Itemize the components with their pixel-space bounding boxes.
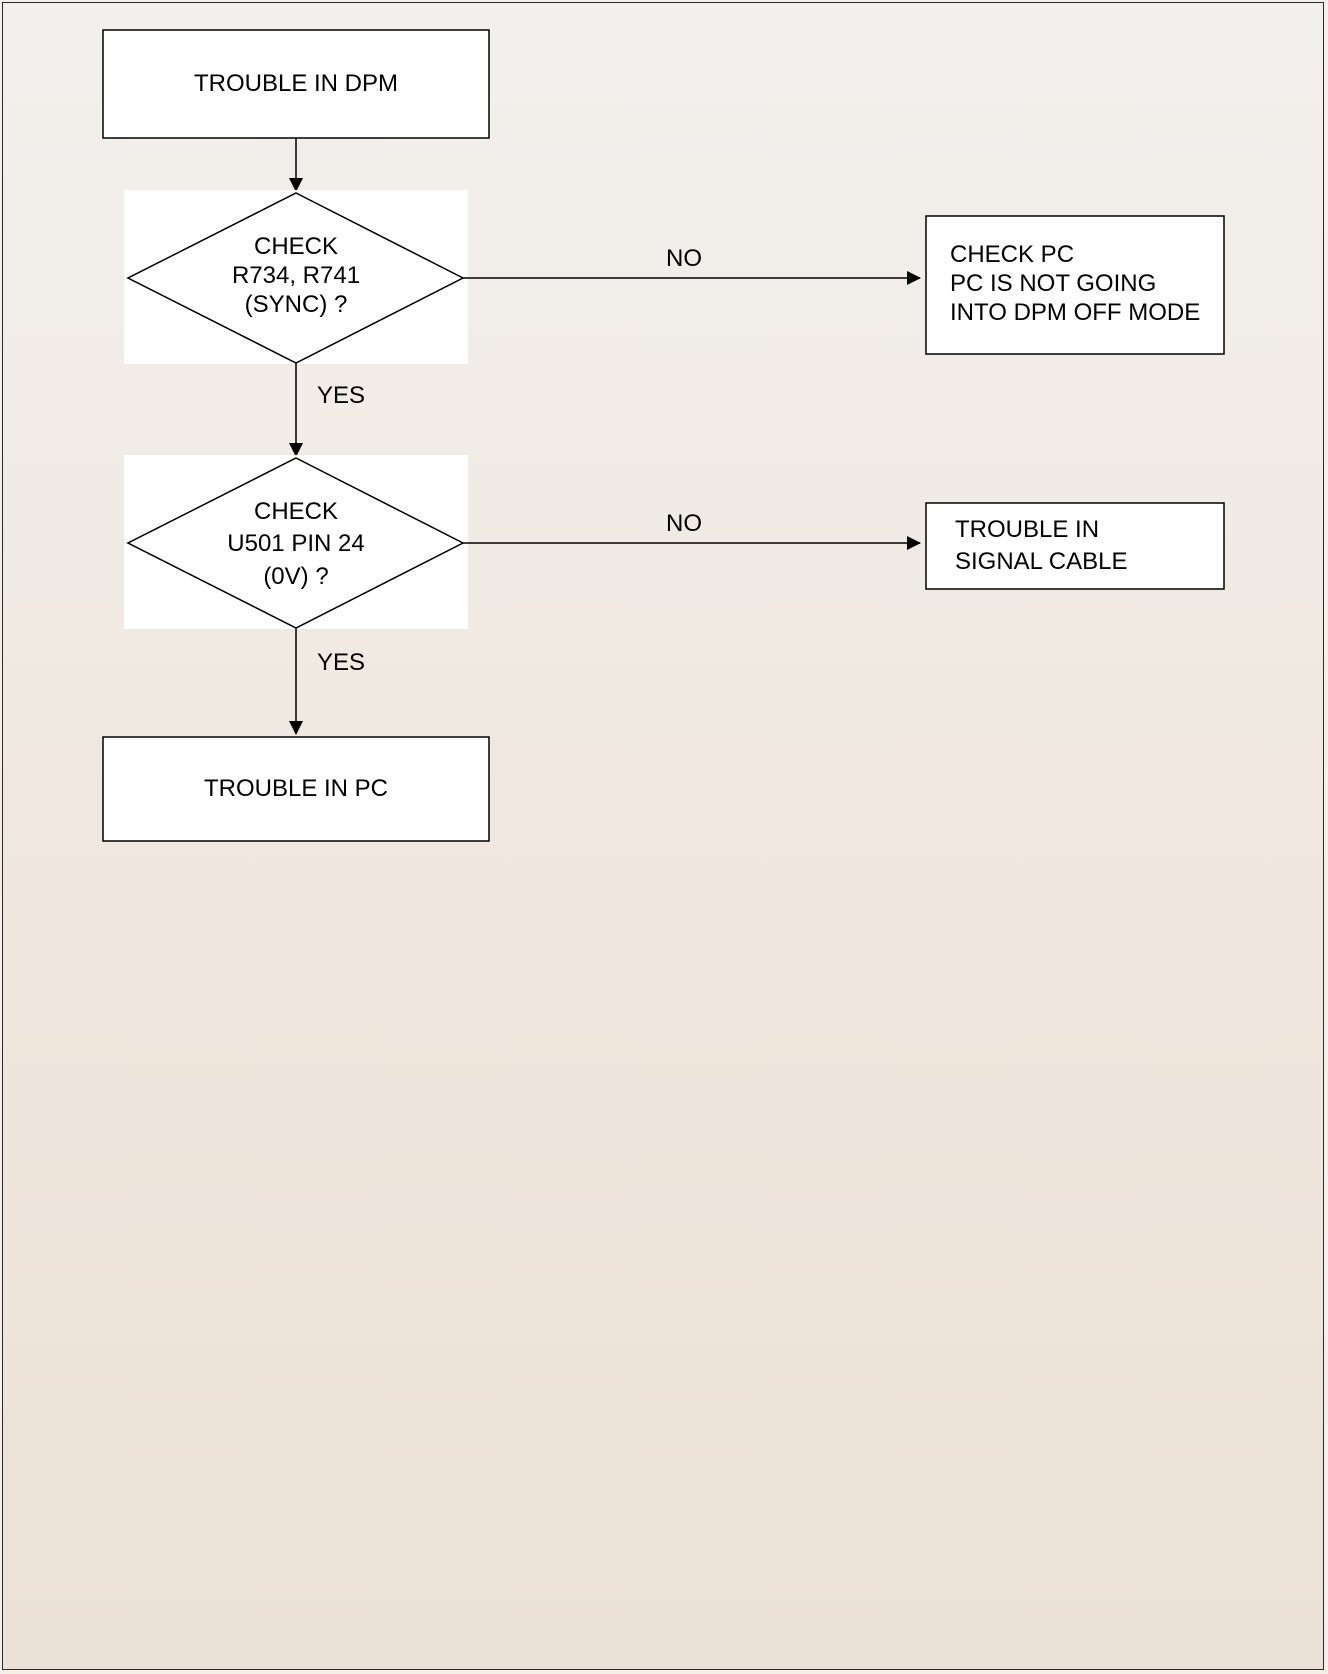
decision1-yes-label: YES: [317, 382, 365, 409]
decision1-no-label: NO: [666, 245, 702, 272]
decision1-no-result-line-3: INTO DPM OFF MODE: [950, 299, 1200, 326]
end-box: TROUBLE IN PC: [102, 736, 490, 842]
decision2-yes-label: YES: [317, 649, 365, 676]
decision2-no-result-line-2: SIGNAL CABLE: [955, 548, 1128, 575]
end-box-label: TROUBLE IN PC: [204, 775, 388, 802]
decision2-diamond: CHECK U501 PIN 24 (0V) ?: [124, 455, 468, 629]
decision1-no-result-line-1: CHECK PC: [950, 241, 1074, 268]
decision2-no-result-box: TROUBLE IN SIGNAL CABLE: [925, 502, 1225, 590]
decision2-no-result-line-1: TROUBLE IN: [955, 516, 1099, 543]
decision2-no-label: NO: [666, 510, 702, 537]
start-box-label: TROUBLE IN DPM: [194, 70, 398, 97]
decision1-no-result-box: CHECK PC PC IS NOT GOING INTO DPM OFF MO…: [925, 215, 1225, 355]
decision2-line-2: U501 PIN 24: [227, 530, 364, 557]
decision2-line-3: (0V) ?: [263, 563, 328, 590]
decision1-line-2: R734, R741: [232, 262, 360, 289]
decision1-line-1: CHECK: [254, 233, 338, 260]
decision1-diamond: CHECK R734, R741 (SYNC) ?: [124, 190, 468, 364]
decision2-line-1: CHECK: [254, 498, 338, 525]
decision1-line-3: (SYNC) ?: [245, 291, 348, 318]
decision1-no-result-line-2: PC IS NOT GOING: [950, 270, 1156, 297]
start-box: TROUBLE IN DPM: [102, 29, 490, 139]
